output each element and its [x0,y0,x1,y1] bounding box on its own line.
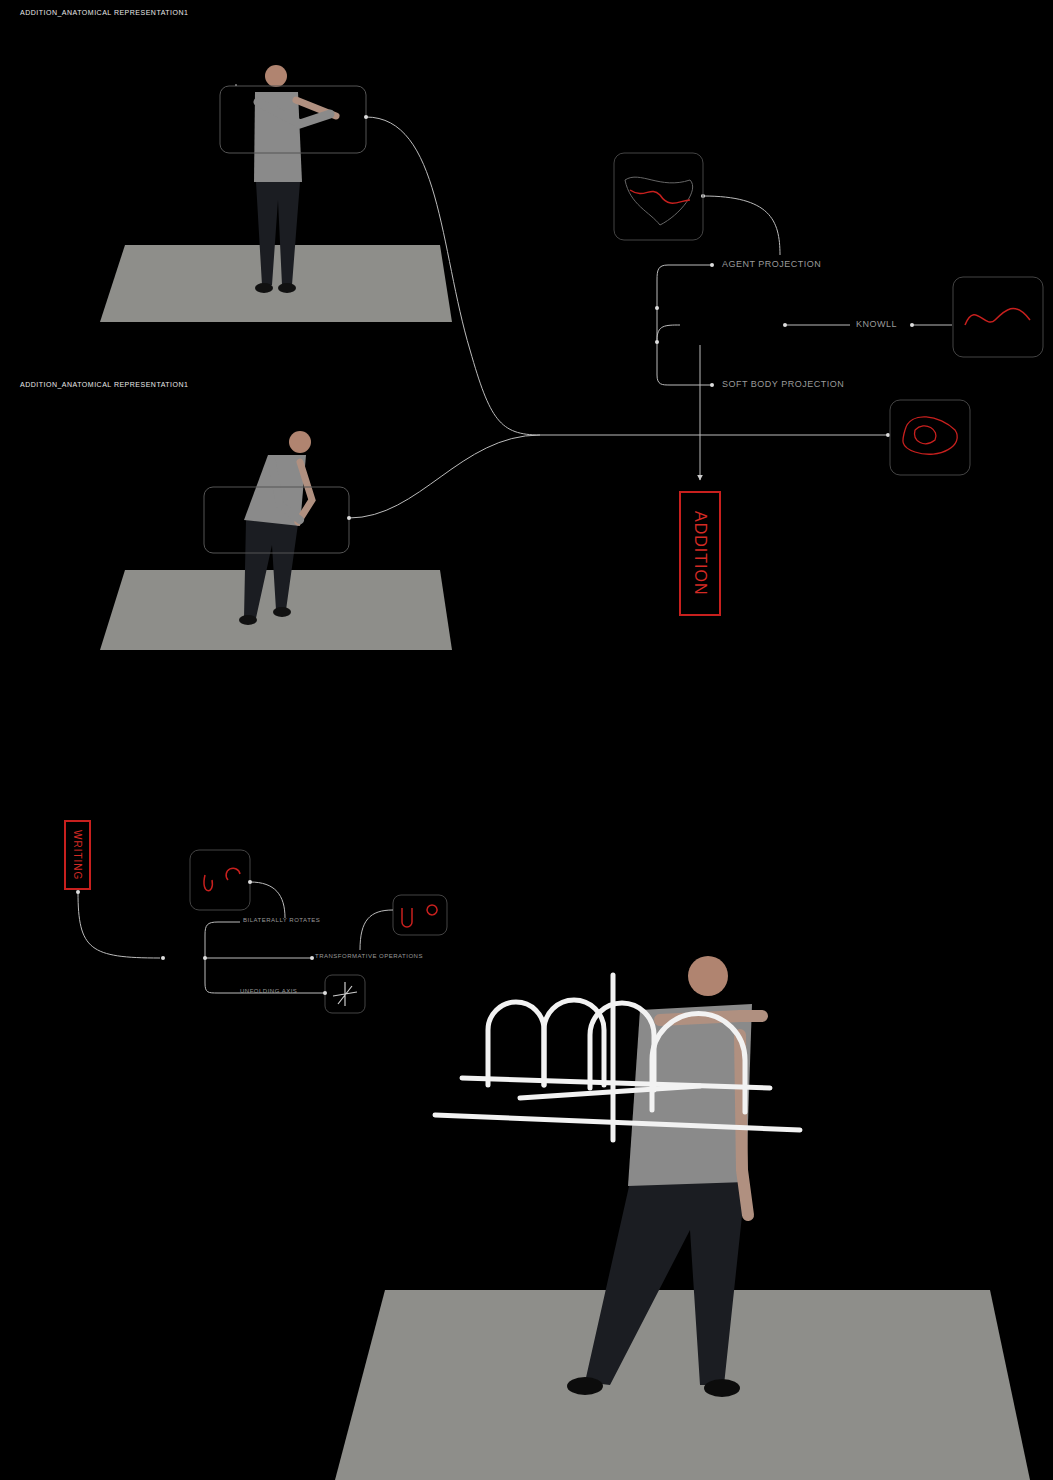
annotation-label: SOFT BODY PROJECTION [722,379,844,389]
annotation-label: ADDITION_ANATOMICAL REPRESENTATION1 [20,381,188,388]
annotation-label: ADDITION_ANATOMICAL REPRESENTATION1 [20,9,188,16]
floor-plane [335,1290,1030,1480]
annotation-label: TRANSFORMATIVE OPERATIONS [315,953,423,959]
junction-dot [347,115,914,520]
focus-frame [204,487,349,553]
box-title: ADDITION [691,511,709,595]
floor-plane [100,245,452,322]
annotation-label: BILATERALLY ROTATES [243,917,320,923]
box-title: WRITING [72,830,83,880]
performer-figure [254,65,336,293]
junction-dot [76,880,327,995]
annotation-label: KNOWLL [856,319,897,329]
process-box: ADDITION [679,491,721,616]
flow-wire [236,84,952,518]
performer-figure [239,431,312,625]
performer-figure [567,956,762,1397]
annotation-label: AGENT PROJECTION [722,259,821,269]
arch-wireframe [435,975,800,1140]
flow-wire [78,882,393,993]
icon-box [190,153,1043,1013]
process-box: WRITING [64,820,91,890]
annotation-label: UNFOLDING AXIS [240,988,297,994]
focus-frame [220,86,366,153]
